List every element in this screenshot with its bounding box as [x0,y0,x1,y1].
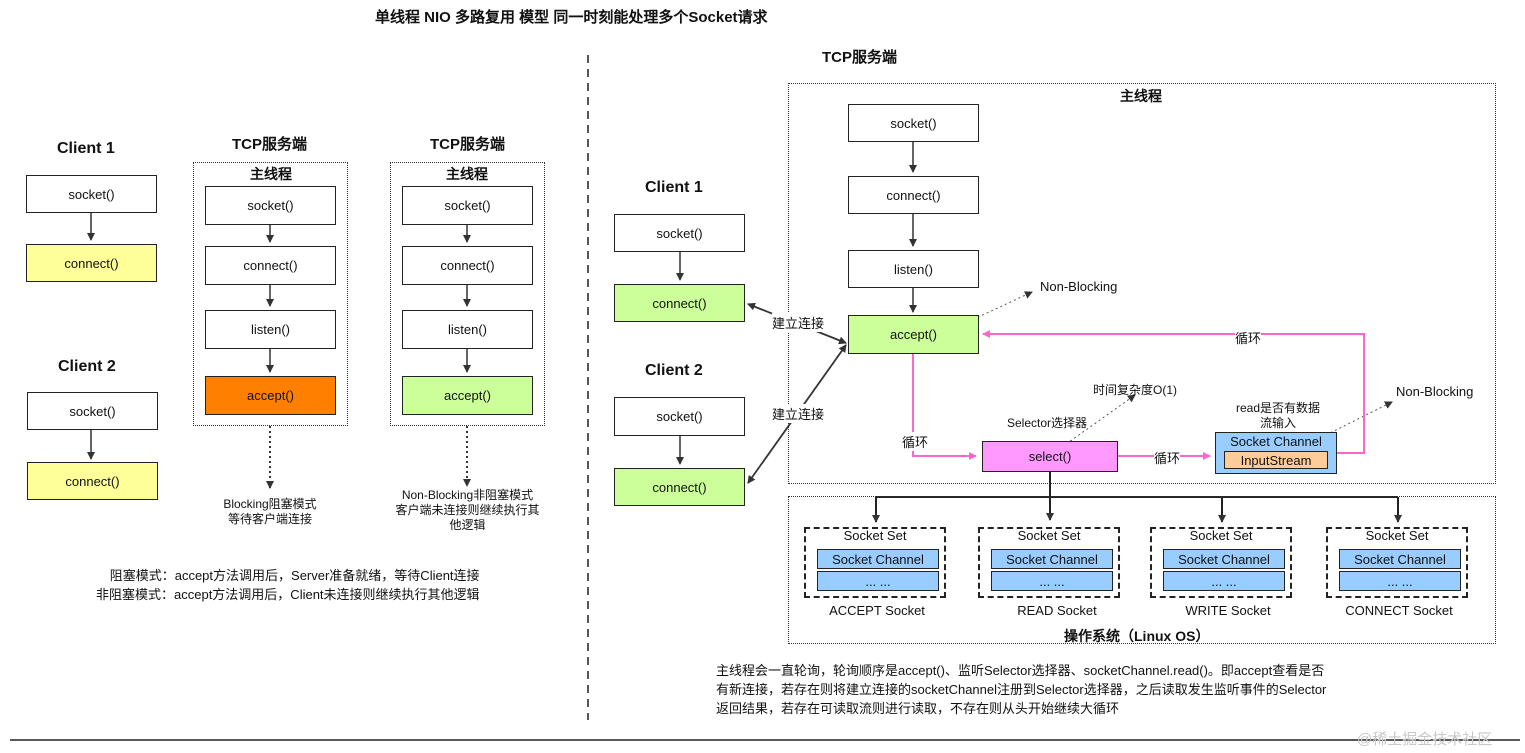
server-a-accept: accept() [205,376,336,415]
description-line: 主线程会一直轮询，轮询顺序是accept()、监听Selector选择器、soc… [716,663,1325,678]
socket-channel-label: Socket Channel [1230,434,1322,449]
socket-set-title: Socket Set [1017,528,1081,543]
server-a-listen: listen() [205,310,336,349]
socket-set-channel: Socket Channel [817,549,939,569]
left-client2-socket: socket() [27,392,158,430]
watermark: @稀土掘金技术社区 [1357,731,1493,748]
description-line: 返回结果，若存在可读取流则进行读取，不存在则从头开始继续大循环 [716,701,1120,716]
left-client1-connect: connect() [26,244,157,282]
server-b-main-thread: 主线程 [446,166,488,182]
socket-set-channel: Socket Channel [1339,549,1461,569]
right-client2-socket: socket() [614,397,745,436]
server-a-socket: socket() [205,186,336,225]
left-summary-line: 非阻塞模式：accept方法调用后，Client未连接则继续执行其他逻辑 [96,587,480,602]
left-client1-label: Client 1 [57,140,115,157]
left-client1-socket: socket() [26,175,157,213]
socket-set-name: ACCEPT Socket [829,603,925,618]
establish-label-1: 建立连接 [772,313,825,332]
socket-set-name: READ Socket [1017,603,1097,618]
loop-label-top: 循环 [1235,328,1262,347]
socket-set-title: Socket Set [843,528,907,543]
socket-set-title: Socket Set [1365,528,1429,543]
select-box: select() [982,441,1118,472]
right-listen: listen() [848,250,979,288]
left-summary: 阻塞模式：accept方法调用后，Server准备就绪，等待Client连接 非… [96,566,480,604]
server-b-listen: listen() [402,310,533,349]
main-thread-frame [788,83,1496,484]
left-client2-connect: connect() [27,462,158,500]
socket-set-more: ... ... [1339,571,1461,591]
socket-set-name: WRITE Socket [1185,603,1271,618]
socket-set-accept [804,527,946,598]
server-a-note-line: 等待客户端连接 [227,512,312,526]
server-b-header: TCP服务端 [430,136,506,153]
loop-label-mid: 循环 [1154,448,1181,467]
socket-set-write [1150,527,1292,598]
server-b-note: Non-Blocking非阻塞模式 客户端未连接则继续执行其 他逻辑 [385,488,550,533]
right-client1-socket: socket() [614,214,745,252]
selector-label: Selector选择器 [1007,416,1088,430]
socket-set-name: CONNECT Socket [1345,603,1453,618]
non-blocking-label-2: Non-Blocking [1396,384,1474,399]
server-b-frame [390,162,545,426]
socket-set-more: ... ... [817,571,939,591]
right-client1-label: Client 1 [645,179,703,196]
os-frame [788,496,1496,644]
right-main-thread: 主线程 [1120,88,1162,104]
read-check-line: read是否有数据 [1235,401,1321,415]
right-connect: connect() [848,176,979,214]
description-line: 有新连接，若存在则将建立连接的socketChannel注册到Selector选… [716,682,1327,697]
server-b-note-line: 他逻辑 [449,518,486,532]
socket-set-title: Socket Set [1189,528,1253,543]
server-b-note-line: 客户端未连接则继续执行其 [395,503,540,517]
left-client2-label: Client 2 [58,358,116,375]
server-a-header: TCP服务端 [232,136,308,153]
socket-set-more: ... ... [1163,571,1285,591]
server-a-main-thread: 主线程 [250,166,292,182]
read-check-label: read是否有数据 流输入 [1225,401,1331,431]
socket-set-more: ... ... [991,571,1113,591]
server-b-note-line: Non-Blocking非阻塞模式 [401,488,534,502]
read-check-line: 流输入 [1259,416,1296,430]
diagram-title: 单线程 NIO 多路复用 模型 同一时刻能处理多个Socket请求 [375,9,768,26]
left-summary-line: 阻塞模式：accept方法调用后，Server准备就绪，等待Client连接 [109,568,480,583]
socket-set-connect [1326,527,1468,598]
server-b-connect: connect() [402,246,533,285]
os-label: 操作系统（Linux OS） [1064,628,1210,644]
socket-set-channel: Socket Channel [1163,549,1285,569]
right-client2-connect: connect() [614,468,745,506]
right-server-title: TCP服务端 [822,49,898,66]
server-b-socket: socket() [402,186,533,225]
right-socket: socket() [848,104,979,142]
server-a-connect: connect() [205,246,336,285]
right-client2-label: Client 2 [645,362,703,379]
right-description: 主线程会一直轮询，轮询顺序是accept()、监听Selector选择器、soc… [716,661,1326,718]
socket-set-channel: Socket Channel [991,549,1113,569]
server-a-note: Blocking阻塞模式 等待客户端连接 [200,497,340,527]
input-stream-box: InputStream [1224,451,1328,469]
non-blocking-label-1: Non-Blocking [1040,279,1118,294]
server-b-accept: accept() [402,376,533,415]
right-client1-connect: connect() [614,284,745,322]
server-a-note-line: Blocking阻塞模式 [223,497,317,511]
establish-label-2: 建立连接 [772,404,825,423]
right-accept: accept() [848,315,979,354]
server-a-frame [193,162,348,426]
loop-label-left: 循环 [902,432,929,451]
socket-set-read [978,527,1120,598]
time-complexity-label: 时间复杂度O(1) [1093,383,1178,397]
